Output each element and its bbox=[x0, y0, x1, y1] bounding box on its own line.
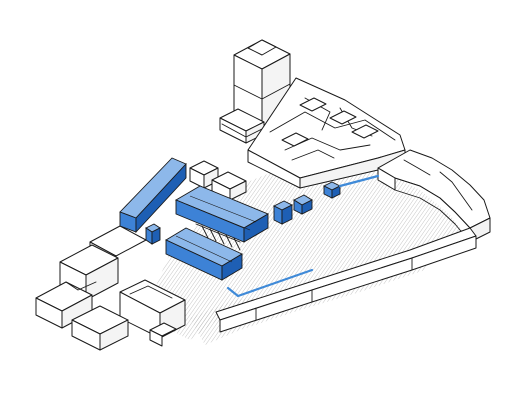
southeast-low-wall bbox=[215, 227, 477, 333]
highlight-pavilions bbox=[272, 181, 342, 225]
covered-passage bbox=[195, 223, 241, 251]
highlight-bar-northwest bbox=[119, 157, 187, 245]
highlight-hall-south bbox=[165, 227, 243, 281]
highlight-hall-main bbox=[174, 185, 270, 243]
highlight-path-south bbox=[226, 268, 314, 298]
courtyard-block bbox=[247, 77, 406, 189]
highlight-path-east bbox=[338, 174, 380, 188]
west-buildings bbox=[35, 225, 186, 351]
